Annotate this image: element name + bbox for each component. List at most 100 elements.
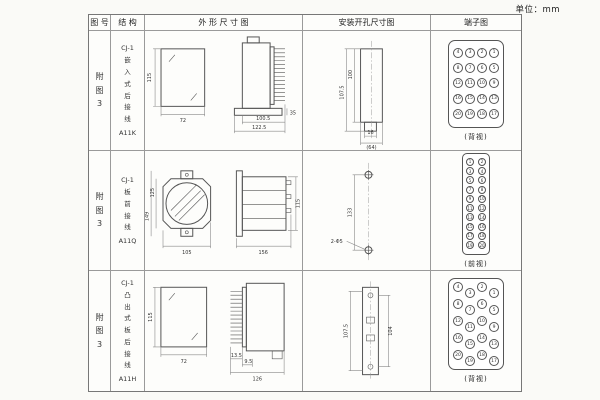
mounting-drawing-a11h: 107.5 104: [344, 281, 394, 381]
figure-no-row1: 附图3: [89, 31, 111, 151]
mounting-drawing-a11q: 133 2-Φ5: [331, 162, 374, 261]
terminal-row: 9 10: [466, 194, 486, 203]
terminal-pin: 19: [466, 241, 474, 250]
terminal-pin: 4: [453, 282, 463, 292]
dim-label-height: 115: [148, 312, 154, 321]
terminal-pin: 10: [478, 194, 486, 203]
terminal-pin: 8: [453, 299, 463, 309]
terminal-pin: 18: [477, 109, 487, 120]
relay-side-view: [235, 170, 292, 237]
structure-desc: 板前接线: [124, 188, 131, 232]
relay-front-view: [160, 286, 208, 348]
mounting-drawing-a11k: 107.5 100 16 (64): [340, 40, 383, 150]
dimension-lines: [153, 48, 288, 134]
terminal-pin: 2: [478, 157, 486, 166]
terminal-caption: (背视): [464, 375, 488, 383]
relay-side-view: [230, 282, 285, 360]
relay-code: A11Q: [118, 236, 137, 245]
terminal-caption: (前视): [464, 259, 488, 268]
dim-label-body-height: 125: [150, 188, 156, 197]
mounting-cell-row1: 107.5 100 16 (64): [303, 31, 431, 151]
figure-no-label: 附图3: [95, 72, 104, 109]
header-figure-no-label: 图 号: [90, 18, 109, 27]
dim-label-width: 72: [181, 359, 187, 365]
structure-desc: 嵌入式后接线: [124, 56, 131, 123]
terminal-pin: 1: [466, 157, 474, 166]
figure-no-row2: 附图3: [89, 151, 111, 271]
dim-label-holes: 2-Φ5: [331, 239, 343, 245]
mounting-cell-row2: 133 2-Φ5: [303, 151, 431, 271]
terminal-pin: 9: [466, 194, 474, 203]
terminal-pin: 19: [465, 356, 475, 366]
terminal-pin: 2: [477, 282, 487, 292]
terminal-pin: 3: [466, 167, 474, 176]
terminal-pin: 13: [489, 339, 499, 349]
terminal-pin: 4: [453, 47, 463, 58]
outline-cell-row1: 115 72 100.5 122.5 35: [145, 31, 303, 151]
relay-model: CJ-1: [121, 279, 134, 288]
header-mounting-dims: 安装开孔尺寸图: [303, 15, 431, 31]
header-outline-dims: 外 形 尺 寸 图: [145, 15, 303, 31]
outline-drawing-a11h: 115 72 13.5 9.5 126: [148, 282, 285, 383]
terminal-pin: 14: [477, 93, 487, 104]
terminal-pin: 10: [477, 316, 487, 326]
terminal-pin: 16: [453, 93, 463, 104]
terminal-pin: 16: [453, 333, 463, 343]
terminal-pin: 6: [477, 63, 487, 74]
relay-code: A11H: [118, 374, 137, 383]
dim-label-width: 72: [180, 118, 186, 124]
structure-cell-row2: CJ-1 板前接线 A11Q: [111, 151, 145, 271]
terminal-pin: 11: [466, 204, 474, 213]
outline-drawing-a11q: 149 125 105 156 115: [145, 170, 301, 256]
terminal-pin: 19: [465, 109, 475, 120]
terminal-pin: 1: [489, 47, 499, 58]
relay-side-view: [233, 36, 285, 116]
header-structure-label: 结 构: [118, 18, 137, 27]
terminal-pin: 2: [477, 47, 487, 58]
terminal-pin: 17: [466, 231, 474, 240]
dim-label-total-depth: 126: [253, 377, 262, 383]
dim-label-body-width: 100.5: [256, 116, 270, 122]
terminal-pin: 7: [466, 185, 474, 194]
terminal-pin: 12: [453, 316, 463, 326]
terminal-pin: 8: [478, 185, 486, 194]
relay-front-view: [160, 48, 206, 107]
figure-no-label: 附图3: [95, 192, 104, 229]
terminal-pin: 13: [489, 93, 499, 104]
terminal-pin: 18: [478, 231, 486, 240]
terminal-pin: 1: [489, 288, 499, 298]
terminal-pin: 6: [478, 176, 486, 185]
header-terminal-diagram: 端子图: [431, 15, 521, 31]
terminal-pin: 8: [453, 63, 463, 74]
terminal-pin: 20: [453, 109, 463, 120]
dimension-lines: [152, 286, 285, 375]
outline-cell-row3: 115 72 13.5 9.5 126: [145, 271, 303, 391]
terminal-pin: 14: [477, 333, 487, 343]
terminal-pin: 17: [489, 356, 499, 366]
terminal-pin: 3: [465, 288, 475, 298]
dim-label-pin-base: 13.5: [231, 353, 242, 359]
header-structure: 结 构: [111, 15, 145, 31]
structure-desc: 凸出式板后接线: [124, 291, 131, 370]
unit-label: 单位：mm: [515, 5, 560, 15]
dim-label-right-height: 104: [388, 326, 394, 335]
terminal-pin: 5: [489, 63, 499, 74]
terminal-pin: 15: [465, 93, 475, 104]
dim-label-side-length: 156: [258, 250, 267, 256]
dim-label-side-height: 115: [295, 199, 301, 208]
